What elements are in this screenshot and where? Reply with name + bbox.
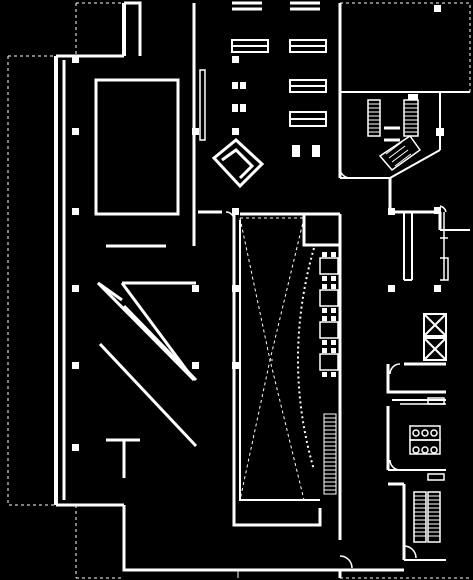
outer-boundary-dashed bbox=[7, 2, 471, 579]
angled-seating bbox=[211, 138, 265, 189]
left-room-outline bbox=[94, 78, 180, 216]
atrium bbox=[198, 210, 342, 540]
stair-core-top-right bbox=[367, 94, 444, 172]
door-swings bbox=[225, 167, 447, 569]
desk-group-top bbox=[231, 39, 327, 127]
restroom-fixtures bbox=[409, 397, 445, 481]
diagonal-walls bbox=[96, 281, 198, 478]
workstations bbox=[319, 257, 339, 371]
exterior-walls bbox=[54, 1, 470, 578]
workstation-chairs bbox=[322, 252, 336, 377]
divider-bars bbox=[106, 69, 206, 248]
top-partitions bbox=[232, 1, 320, 11]
column-markers bbox=[72, 5, 441, 451]
curved-railing bbox=[297, 247, 315, 471]
right-walls bbox=[340, 178, 470, 572]
elevator-boxes bbox=[423, 313, 447, 361]
stair-core-bottom-right bbox=[413, 491, 441, 543]
stair-hatch-center bbox=[323, 413, 337, 495]
seat-markers bbox=[232, 82, 320, 157]
